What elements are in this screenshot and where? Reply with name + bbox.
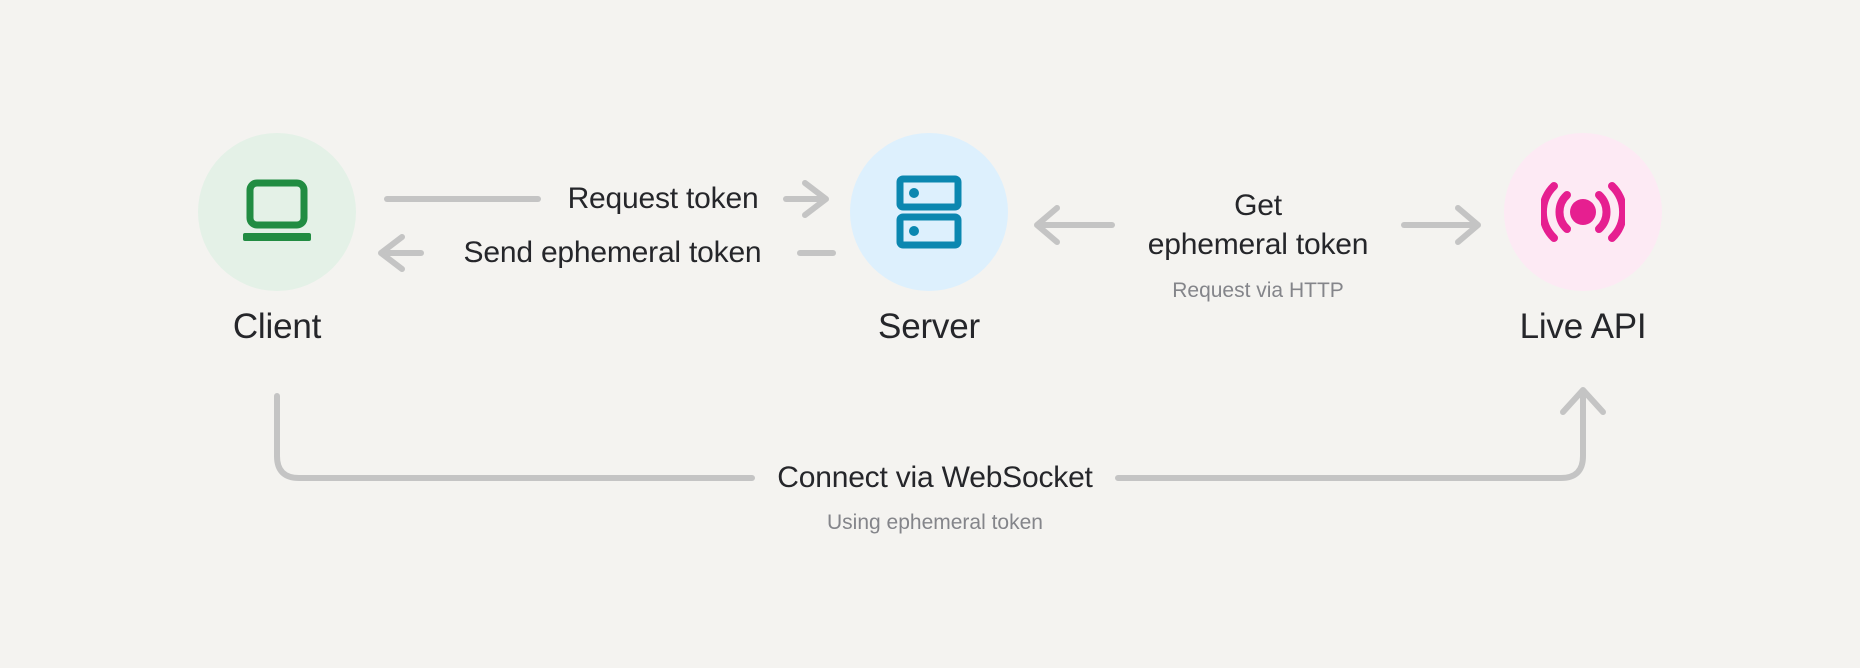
node-server[interactable]: Server — [829, 133, 1029, 344]
request-token-arrowhead — [802, 180, 829, 218]
server-rack-icon — [896, 175, 962, 249]
flow-sublabel-get-ephemeral-token: Request via HTTP — [1172, 279, 1344, 302]
flow-sublabel-connect-websocket: Using ephemeral token — [827, 511, 1043, 534]
flow-label-connect-websocket: Connect via WebSocket — [777, 461, 1093, 494]
send-ephemeral-token-arrowhead — [378, 234, 405, 272]
flow-label-request-token: Request token — [567, 182, 759, 215]
flow-label-get-ephemeral-token-line2: ephemeral token — [1147, 228, 1369, 261]
get-ephemeral-token-arrowhead-left — [1034, 205, 1060, 245]
flow-label-get-ephemeral-token-line1: Get — [1234, 189, 1282, 222]
server-circle — [850, 133, 1008, 291]
get-ephemeral-token-arrowhead-right — [1455, 205, 1481, 245]
client-circle — [198, 133, 356, 291]
flow-label-send-ephemeral-token: Send ephemeral token — [463, 236, 762, 269]
node-client[interactable]: Client — [177, 133, 377, 344]
connect-websocket-arrowhead — [1560, 387, 1606, 415]
server-label: Server — [878, 307, 980, 346]
broadcast-signal-icon — [1541, 182, 1625, 242]
live-api-circle — [1504, 133, 1662, 291]
client-label: Client — [232, 307, 322, 346]
node-live-api[interactable]: Live API — [1483, 133, 1683, 344]
connect-websocket-path-left — [274, 393, 755, 481]
laptop-icon — [243, 179, 311, 241]
live-api-label: Live API — [1519, 307, 1647, 346]
connect-websocket-path-right — [1115, 391, 1586, 481]
